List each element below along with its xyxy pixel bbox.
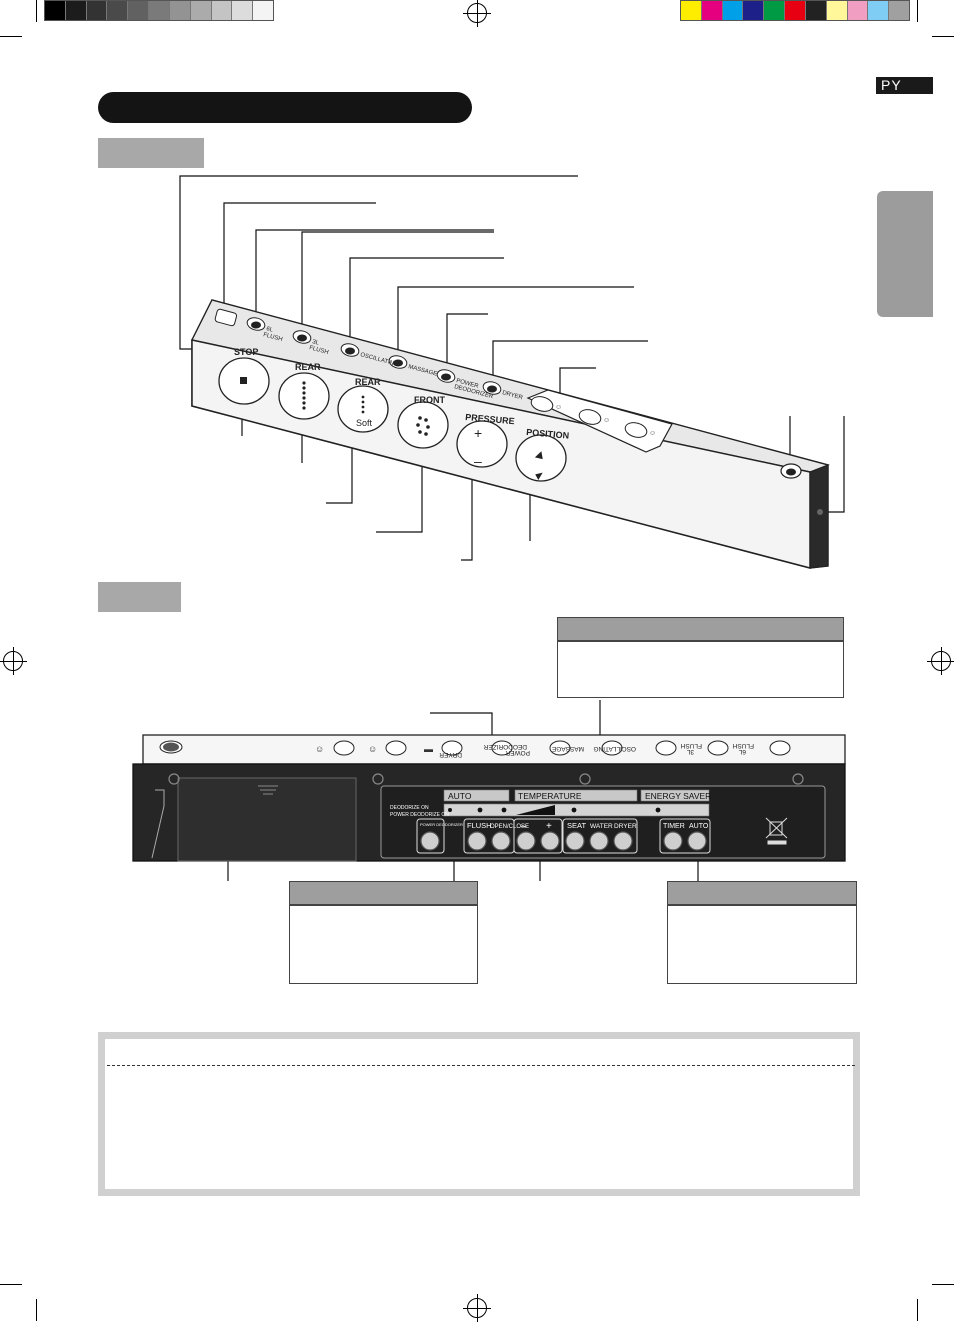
note-divider bbox=[107, 1065, 855, 1066]
label-rear: REAR bbox=[295, 362, 321, 372]
section-temperature: TEMPERATURE bbox=[518, 791, 582, 801]
section-energy-saver: ENERGY SAVER bbox=[645, 791, 711, 801]
label-position: POSITION bbox=[526, 427, 570, 441]
pressure-plus-icon: + bbox=[474, 425, 482, 441]
label-3l-flush: FLUSH bbox=[308, 345, 329, 356]
user-3-icon: ☺ bbox=[649, 430, 656, 437]
section-auto: AUTO bbox=[448, 791, 472, 801]
grayscale-calibration-bar bbox=[44, 0, 274, 21]
temperature-plus-icon: + bbox=[546, 821, 552, 832]
label-3l: 3L bbox=[311, 339, 320, 347]
label-stop: STOP bbox=[234, 347, 258, 357]
label-power-deodorize-on: POWER DEODORIZE ON bbox=[390, 812, 449, 818]
user-1-icon-back: ▬ bbox=[424, 744, 433, 754]
callout-box-left bbox=[289, 905, 478, 984]
back-label-3l: 3L bbox=[686, 748, 694, 755]
temperature-minus-icon: – bbox=[521, 821, 527, 832]
registration-mark-left bbox=[0, 647, 27, 675]
section-title-bar bbox=[98, 92, 472, 123]
crossed-bin-icon bbox=[765, 817, 788, 845]
label-dryer: DRYER bbox=[501, 390, 523, 401]
crop-mark bbox=[0, 1284, 22, 1285]
label-pressure: PRESSURE bbox=[465, 412, 515, 426]
label-flush-back: FLUSH bbox=[467, 821, 492, 830]
crop-mark bbox=[36, 1299, 37, 1321]
side-sensor bbox=[817, 509, 823, 515]
back-label-3l-flush: FLUSH bbox=[680, 742, 702, 749]
label-water: WATER bbox=[590, 823, 613, 830]
back-label-6l: 6L bbox=[738, 748, 746, 755]
registration-mark-right bbox=[927, 647, 954, 675]
crop-mark bbox=[36, 0, 37, 22]
user-2-icon: ☺ bbox=[603, 417, 610, 424]
crop-mark bbox=[917, 1299, 918, 1321]
registration-mark-bottom bbox=[463, 1294, 491, 1322]
callout-box-header-left bbox=[289, 881, 478, 905]
stop-square-icon bbox=[240, 377, 247, 384]
side-section-tab bbox=[877, 191, 933, 317]
back-label-massage: MASSAGE bbox=[551, 745, 584, 752]
remote-back-illustration: ☺ ☺ ▬ DRYER POWER DEODORIZER MASSAGE OSC… bbox=[132, 700, 846, 881]
callout-box-header-far-right bbox=[667, 881, 857, 905]
registration-mark-top bbox=[463, 0, 491, 27]
label-auto-back: AUTO bbox=[689, 823, 709, 830]
label-6l: 6L bbox=[265, 326, 274, 334]
color-calibration-bar bbox=[680, 0, 910, 21]
label-rear-soft: REAR bbox=[355, 377, 381, 387]
back-label-6l-flush: FLUSH bbox=[732, 742, 754, 749]
subsection-tab-bottom bbox=[98, 582, 181, 612]
label-power-deodorizer-back: POWER DEODORIZER bbox=[420, 822, 463, 827]
user-2-icon-back: ☺ bbox=[368, 744, 377, 754]
user-1-icon: ☺ bbox=[555, 404, 562, 411]
note-box bbox=[98, 1032, 860, 1196]
pressure-minus-icon: – bbox=[474, 453, 482, 469]
label-dryer-back: DRYER bbox=[614, 823, 637, 830]
remote-front-illustration: 6L FLUSH 3L FLUSH OSCILLATING MASSAGE PO… bbox=[179, 175, 845, 569]
label-power: POWER bbox=[455, 378, 479, 390]
back-label-dryer: DRYER bbox=[439, 751, 462, 758]
label-deodorize-on: DEODORIZE ON bbox=[390, 805, 429, 811]
back-label-oscillating: OSCILLATING bbox=[593, 745, 636, 752]
label-6l-flush: FLUSH bbox=[262, 332, 283, 343]
language-tag: PY bbox=[876, 77, 933, 94]
callout-box-far-right bbox=[667, 905, 857, 984]
label-open-close: OPEN/CLOSE bbox=[490, 824, 529, 830]
user-3-icon-back: ☺ bbox=[315, 744, 324, 754]
label-soft: Soft bbox=[356, 418, 373, 428]
back-label-power: POWER bbox=[505, 749, 530, 756]
callout-box-right bbox=[557, 641, 844, 698]
crop-mark bbox=[0, 36, 22, 37]
temperature-level-icon bbox=[516, 805, 555, 815]
crop-mark bbox=[932, 1284, 954, 1285]
crop-mark bbox=[917, 0, 918, 22]
label-seat: SEAT bbox=[567, 821, 586, 830]
label-front: FRONT bbox=[414, 395, 445, 405]
label-timer: TIMER bbox=[663, 823, 685, 830]
crop-mark bbox=[932, 36, 954, 37]
subsection-tab-top bbox=[98, 138, 204, 168]
back-label-deodorizer: DEODORIZER bbox=[483, 743, 527, 750]
callout-box-header-right bbox=[557, 617, 844, 641]
